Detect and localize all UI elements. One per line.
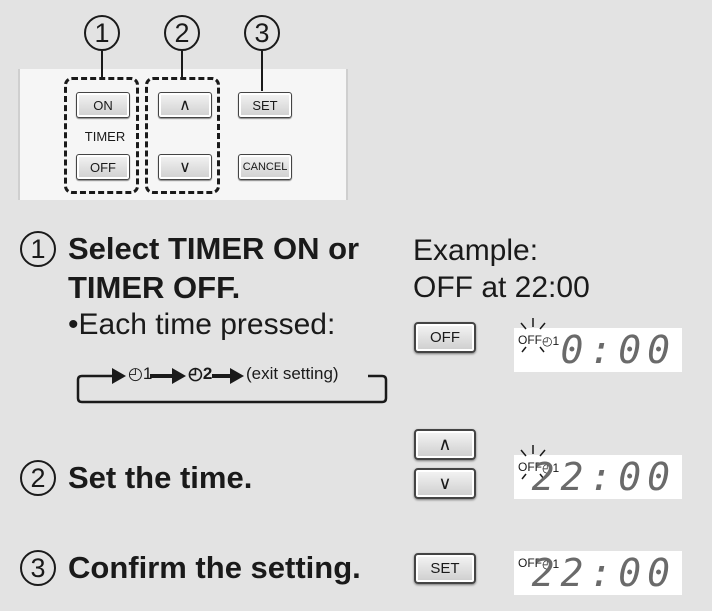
callout-1: 1	[84, 15, 120, 51]
step-2-title: Set the time.	[68, 460, 253, 495]
callout-2: 2	[164, 15, 200, 51]
example-up-key: ∧	[414, 429, 476, 460]
timer-buttons-group	[64, 77, 139, 194]
example-off-key: OFF	[414, 322, 476, 353]
step-1-title-line2: TIMER OFF.	[68, 270, 241, 305]
timer-off-button[interactable]: OFF	[76, 154, 130, 180]
set-button[interactable]: SET	[238, 92, 292, 118]
cancel-button[interactable]: CANCEL	[238, 154, 292, 180]
arrow-buttons-group	[145, 77, 220, 194]
timer-on-button[interactable]: ON	[76, 92, 130, 118]
timer-label: TIMER	[84, 129, 126, 144]
step-1-title-line1: Select TIMER ON or	[68, 231, 360, 266]
lcd-timer-indicator: ◴1	[542, 334, 560, 348]
lcd-timer-indicator: ◴1	[542, 461, 560, 475]
display-step-2: OFF ◴1 22:00	[514, 445, 682, 499]
display-step-1: OFF ◴1 0:00	[514, 318, 682, 372]
step-2-number: 2	[20, 460, 56, 496]
example-label: Example:	[413, 234, 539, 267]
display-step-3: OFF ◴1 22:00	[514, 551, 682, 595]
callout-2-leader	[181, 51, 183, 77]
up-button[interactable]: ∧	[158, 92, 212, 118]
example-set-key: SET	[414, 553, 476, 584]
step-3-title: Confirm the setting.	[68, 550, 361, 585]
cycle-timer-1: ◴1	[128, 364, 153, 383]
lcd-off-indicator: OFF	[518, 333, 542, 347]
lcd-time: 22:00	[531, 551, 676, 595]
lcd-timer-indicator: ◴1	[542, 557, 560, 571]
step-3-number: 3	[20, 550, 56, 586]
callout-1-leader	[101, 51, 103, 77]
example-down-key: ∨	[414, 468, 476, 499]
blink-indicator	[520, 445, 546, 480]
lcd-off-indicator: OFF	[518, 556, 542, 570]
cycle-exit-setting: (exit setting)	[246, 364, 339, 383]
lcd-off-indicator: OFF	[518, 460, 542, 474]
step-1-note: •Each time pressed:	[68, 308, 336, 341]
blink-indicator	[520, 318, 546, 353]
down-button[interactable]: ∨	[158, 154, 212, 180]
callout-3-leader	[261, 51, 263, 91]
lcd-time: 22:00	[531, 455, 676, 499]
callout-3: 3	[244, 15, 280, 51]
cycle-timer-2: ◴2	[188, 364, 213, 383]
cycle-diagram: ◴1 ◴2 (exit setting)	[76, 360, 388, 404]
remote-control-panel: ON TIMER OFF ∧ ∨ SET CANCEL	[18, 69, 348, 200]
step-1-number: 1	[20, 231, 56, 267]
lcd-time: 0:00	[560, 328, 676, 372]
example-value: OFF at 22:00	[413, 271, 590, 304]
